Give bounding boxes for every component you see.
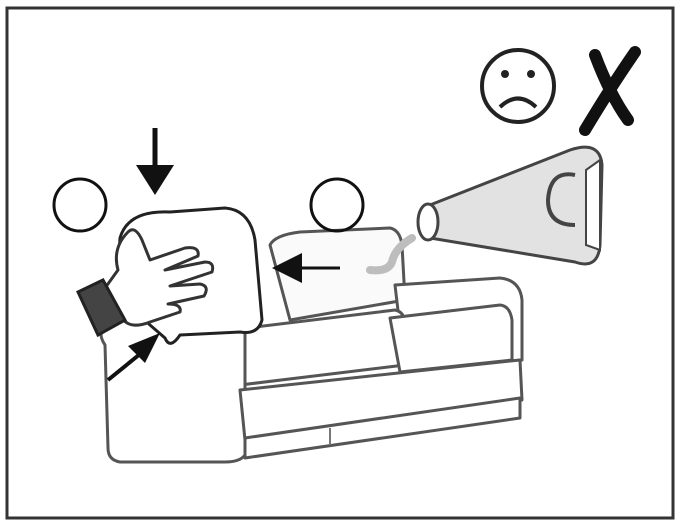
sad-face-icon <box>482 50 554 122</box>
